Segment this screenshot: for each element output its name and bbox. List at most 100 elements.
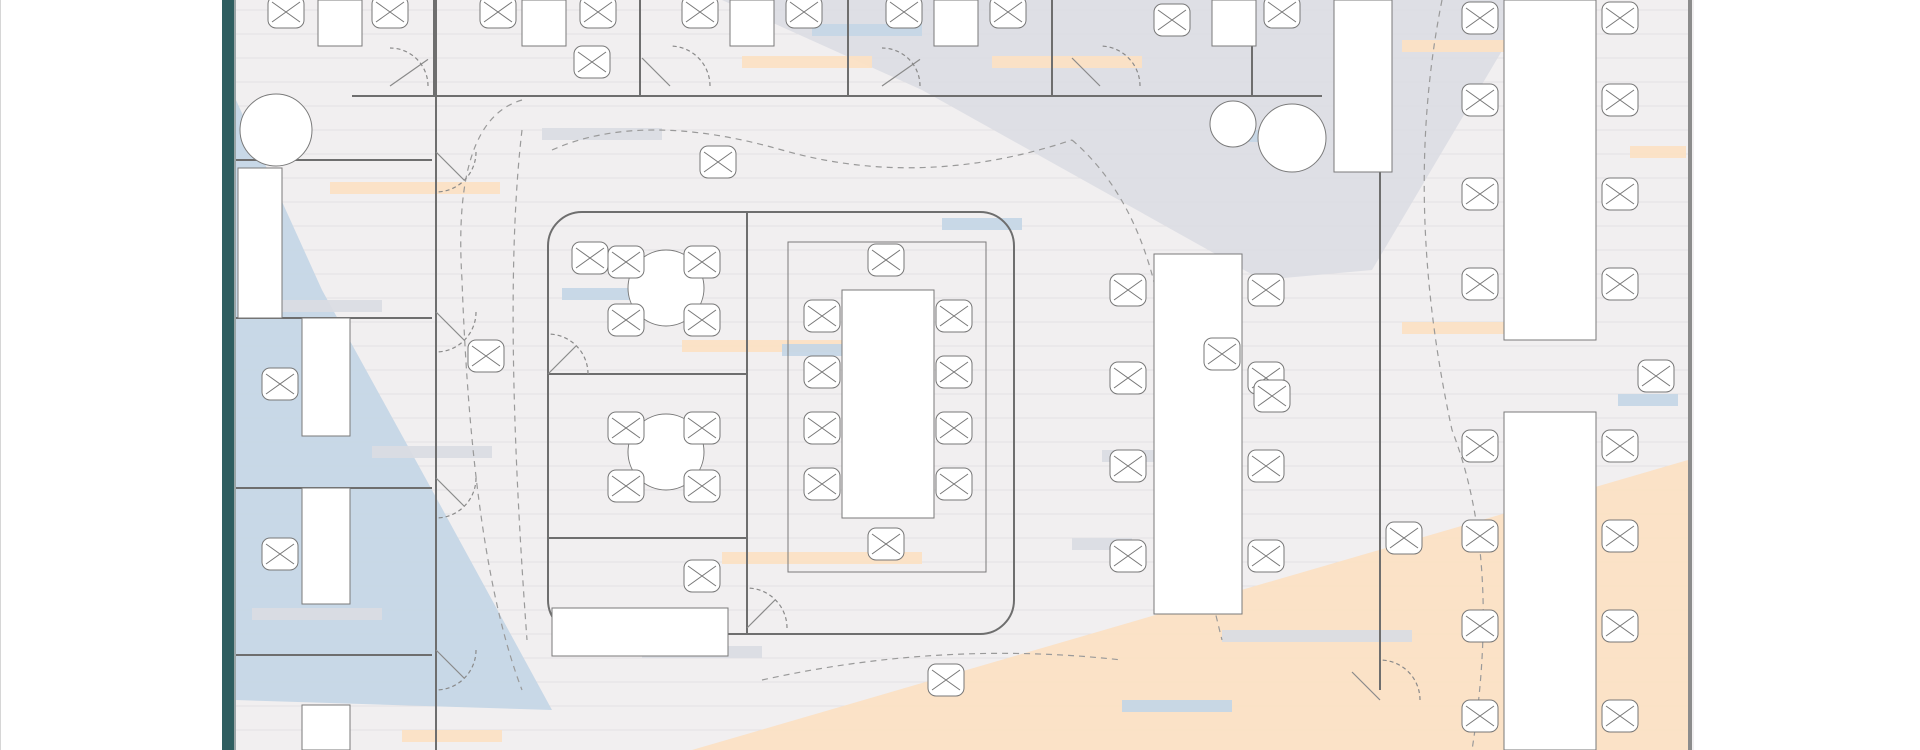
chair-detail (611, 251, 641, 273)
highlight-bar (1618, 394, 1678, 406)
chair (607, 245, 645, 279)
door-arc (435, 477, 477, 519)
zone-gray-top (722, 0, 1532, 280)
chair (1601, 267, 1639, 301)
chair (607, 303, 645, 337)
chair-detail (583, 1, 613, 23)
chair (785, 0, 823, 29)
chair (699, 145, 737, 179)
chair-detail (807, 305, 837, 327)
door-swing (435, 477, 477, 519)
door-swing (641, 45, 711, 87)
chair (681, 0, 719, 29)
chair (1109, 273, 1147, 307)
office-desk (301, 704, 351, 750)
door-arc (435, 649, 477, 691)
chair-seat (479, 0, 517, 29)
chair (1601, 83, 1639, 117)
chair-detail (1251, 455, 1281, 477)
door-arc (1379, 659, 1421, 701)
chair-detail (1257, 385, 1287, 407)
chair-detail (611, 475, 641, 497)
path-right-bench (1423, 0, 1484, 750)
door-leaf (641, 57, 671, 87)
chair (267, 0, 305, 29)
chair (867, 243, 905, 277)
chair (1203, 337, 1241, 371)
door-arc (669, 45, 711, 87)
chair-detail (807, 473, 837, 495)
chair (1461, 267, 1499, 301)
chair-detail (687, 309, 717, 331)
exterior-wall-line (234, 0, 236, 750)
door-swing (435, 151, 477, 193)
chair-seat (579, 0, 617, 29)
chair-detail (1605, 7, 1635, 29)
chair (1253, 379, 1291, 413)
chair-detail (1113, 367, 1143, 389)
chair-detail (577, 51, 607, 73)
highlight-bar (330, 182, 500, 194)
conference-rug-outline (787, 241, 987, 573)
door-leaf (435, 649, 465, 679)
chair (1461, 83, 1499, 117)
highlight-bar (1122, 700, 1232, 712)
chair-detail (1465, 615, 1495, 637)
chair (607, 411, 645, 445)
highlight-bar (1402, 40, 1522, 52)
chair-seat (785, 0, 823, 29)
chair-detail (993, 1, 1023, 23)
chair (1109, 539, 1147, 573)
chair-detail (871, 533, 901, 555)
chair-detail (939, 417, 969, 439)
chair (1109, 449, 1147, 483)
door-arc (547, 333, 589, 375)
highlight-bar (1222, 630, 1412, 642)
chair-seat (267, 0, 305, 29)
door-swing (435, 311, 477, 353)
door-arc (435, 311, 477, 353)
door-leaf (881, 58, 921, 87)
lounge-table-large (1257, 103, 1327, 173)
conference-table (841, 289, 935, 519)
chair-detail (939, 305, 969, 327)
door-swing (1071, 45, 1141, 87)
door-leaf (746, 599, 776, 629)
chair-detail (265, 373, 295, 395)
chair-detail (939, 473, 969, 495)
chair (1601, 519, 1639, 553)
chair-detail (611, 417, 641, 439)
door-swing (389, 47, 429, 87)
door-leaf (435, 151, 465, 181)
chair (261, 537, 299, 571)
path-center-bottom (761, 652, 1123, 681)
chair-seat (885, 0, 923, 29)
chair-detail (1465, 89, 1495, 111)
chair (989, 0, 1027, 29)
chair-detail (375, 1, 405, 23)
chairs (261, 0, 1675, 733)
chair (935, 411, 973, 445)
chair (479, 0, 517, 29)
chair (371, 0, 409, 29)
chair-detail (1465, 435, 1495, 457)
chair-detail (483, 1, 513, 23)
chair-detail (1605, 273, 1635, 295)
path-loop-outer (460, 99, 523, 691)
highlight-bar (1630, 146, 1686, 158)
chair (867, 527, 905, 561)
chair-detail (687, 417, 717, 439)
door-swing (1351, 659, 1421, 701)
chair (571, 241, 609, 275)
highlight-bar (992, 56, 1142, 68)
highlight-bar (372, 446, 492, 458)
chair (683, 469, 721, 503)
highlight-bar (262, 300, 382, 312)
office-desk (933, 0, 979, 47)
chair-detail (687, 565, 717, 587)
office-desk (1211, 0, 1257, 47)
chair (1461, 177, 1499, 211)
chair-detail (1465, 525, 1495, 547)
chair-detail (1605, 615, 1635, 637)
chair (803, 355, 841, 389)
